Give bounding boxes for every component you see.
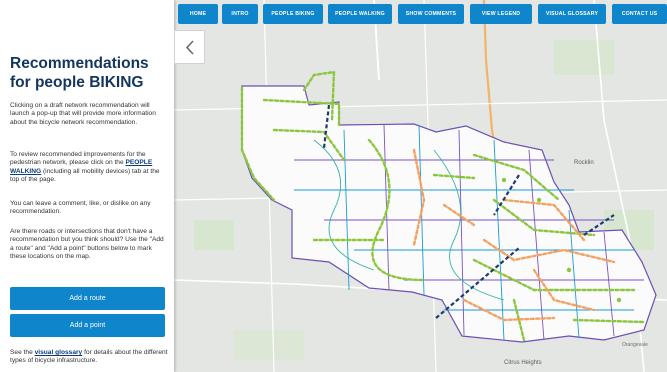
walking-text-post: (including all mobility devices) tab at … — [10, 167, 160, 184]
panel-glossary-text: See the visual glossary for details abou… — [10, 349, 168, 366]
panel-title: Recommendations for people BIKING — [10, 55, 149, 91]
glossary-text-post: for details about the different types of… — [10, 349, 168, 365]
nav-people-walking[interactable]: PEOPLE WALKING — [328, 4, 392, 24]
collapse-panel-button[interactable] — [174, 30, 205, 64]
chevron-left-icon — [185, 40, 194, 55]
visual-glossary-link[interactable]: visual glossary — [34, 349, 83, 356]
nav-show-comments[interactable]: SHOW COMMENTS — [398, 4, 464, 24]
map[interactable]: Rocklin Citrus Heights Orangevale — [174, 0, 667, 372]
panel-add-text: Are there roads or intersections that do… — [10, 228, 164, 261]
nav-intro[interactable]: INTRO — [222, 4, 258, 24]
map-label-rocklin: Rocklin — [574, 160, 594, 166]
glossary-text-pre: See the — [10, 349, 33, 356]
nav-contact-us[interactable]: CONTACT US — [612, 4, 667, 24]
map-label-citrus-heights: Citrus Heights — [504, 360, 542, 366]
nav-home[interactable]: HOME — [178, 4, 218, 24]
people-walking-link[interactable]: PEOPLE WALKING — [10, 159, 153, 175]
panel-intro-text: Clicking on a draft network recommendati… — [10, 102, 156, 126]
nav-view-legend[interactable]: VIEW LEGEND — [470, 4, 532, 24]
nav-people-biking[interactable]: PEOPLE BIKING — [263, 4, 323, 24]
panel-comment-text: You can leave a comment, like, or dislik… — [10, 200, 151, 216]
map-label-orangevale: Orangevale — [622, 342, 648, 348]
sidebar-panel: Recommendations for people BIKING Clicki… — [0, 0, 174, 372]
nav-visual-glossary[interactable]: VISUAL GLOSSARY — [538, 4, 606, 24]
add-route-button[interactable]: Add a route — [10, 287, 165, 310]
top-navigation: HOME INTRO PEOPLE BIKING PEOPLE WALKING … — [178, 4, 667, 24]
map-canvas[interactable] — [174, 0, 667, 372]
panel-walking-text: To review recommended improvements for t… — [10, 151, 168, 185]
add-point-button[interactable]: Add a point — [10, 314, 165, 337]
walking-text-pre: To review recommended improvements for t… — [10, 151, 146, 167]
